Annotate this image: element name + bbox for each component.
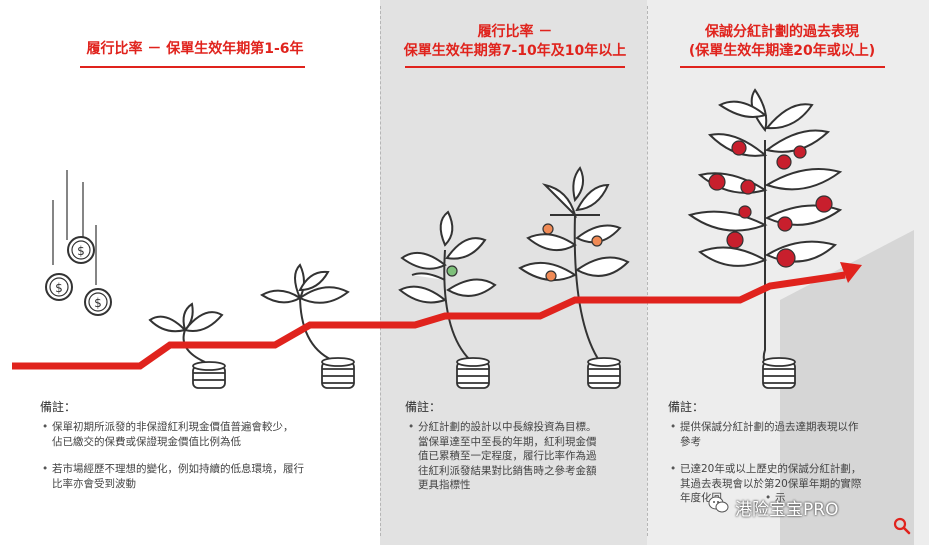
panel-divider bbox=[647, 6, 648, 536]
panel2-heading-line2: 保單生效年期第7-10年及10年以上 bbox=[403, 43, 627, 59]
svg-text:$: $ bbox=[55, 281, 63, 295]
coin-icon: $ bbox=[45, 273, 73, 301]
panel-divider bbox=[380, 6, 381, 536]
fruit-icon bbox=[446, 265, 458, 277]
panel2-heading-line1: 履行比率 － bbox=[477, 24, 553, 40]
fruit-icon bbox=[542, 223, 603, 282]
panel2-notes-title: 備註： bbox=[405, 400, 442, 414]
coin-icon bbox=[321, 357, 355, 389]
panel3-note-1: 提供保誠分紅計劃的過去達期表現以作 參考 bbox=[670, 420, 900, 449]
heading-underline bbox=[80, 66, 305, 68]
tree-icon bbox=[398, 210, 497, 304]
falling-lines bbox=[52, 170, 97, 285]
svg-text:$: $ bbox=[77, 244, 85, 258]
arrow-icon bbox=[840, 262, 862, 283]
panel1-heading: 履行比率 － 保單生效年期第1-6年 bbox=[86, 41, 304, 57]
wechat-icon bbox=[708, 496, 729, 513]
tree-icon bbox=[518, 166, 630, 282]
coin-icon bbox=[456, 357, 490, 389]
coin-icon bbox=[192, 361, 226, 389]
panel3-heading-line2: (保單生效年期達20年或以上) bbox=[688, 43, 876, 59]
panel3-heading-line1: 保誠分紅計劃的過去表現 bbox=[705, 24, 859, 40]
watermark-text: 港险宝宝PRO bbox=[735, 500, 839, 520]
coin-icon bbox=[762, 357, 796, 389]
panel3-note-tail: 示 bbox=[765, 491, 795, 506]
panel2-note-1: 分紅計劃的設計以中長線投資為目標。 當保單達至中至長的年期，紅利現金價 值已累積… bbox=[408, 420, 638, 493]
growth-line bbox=[12, 271, 846, 370]
fruit-icon bbox=[708, 140, 833, 268]
panel1-note-2: 若市場經歷不理想的變化，例如持續的低息環境，履行 比率亦會受到波動 bbox=[42, 462, 352, 491]
coin-icon bbox=[587, 357, 621, 389]
sprout-icon bbox=[260, 263, 350, 304]
coin-icon: $ bbox=[84, 288, 112, 316]
sprout-icon bbox=[148, 302, 224, 333]
panel3-notes-title: 備註： bbox=[668, 400, 705, 414]
heading-underline bbox=[680, 66, 885, 68]
search-icon[interactable] bbox=[893, 517, 911, 535]
coin-icon: $ bbox=[67, 236, 95, 264]
plant-stems bbox=[182, 140, 776, 373]
panel1-notes-title: 備註： bbox=[40, 400, 77, 414]
panel1-note-1: 保單初期所派發的非保證紅利現金價值普遍會較少， 佔已繳交的保費或保證現金價值比例… bbox=[42, 420, 352, 449]
svg-text:$: $ bbox=[94, 296, 102, 310]
heading-underline bbox=[405, 66, 625, 68]
